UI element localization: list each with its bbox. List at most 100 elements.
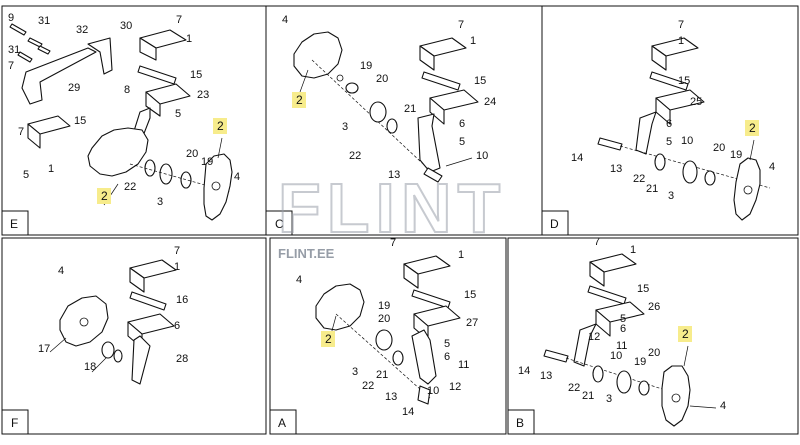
callout-a-14: 13 (385, 391, 397, 403)
callout-f-5: 17 (38, 343, 50, 355)
panel-e-drawing (9, 23, 233, 221)
callout-c-11: 22 (349, 150, 361, 162)
callout-d-14: 3 (668, 190, 674, 202)
callout-f-0: 7 (174, 245, 180, 257)
callout-b-11: 14 (518, 365, 530, 377)
highlight-box-c-0 (292, 92, 306, 108)
callout-d-10: 19 (730, 149, 742, 161)
panel-letter-boxes: E C D F A B (1, 210, 569, 435)
callout-a-2: 4 (296, 274, 302, 286)
callout-d-4: 6 (666, 118, 672, 130)
callout-b-1: 1 (630, 244, 636, 256)
callout-d-6: 14 (571, 152, 583, 164)
callout-b-9: 20 (648, 347, 660, 359)
callout-d-2: 15 (678, 75, 690, 87)
callout-b-4: 5 (620, 313, 626, 325)
panel-letter-c: C (275, 217, 284, 231)
callout-a-12: 22 (362, 380, 374, 392)
callout-e-0: 9 (8, 12, 14, 24)
callout-e-1: 31 (38, 15, 50, 27)
callout-a-9: 11 (458, 359, 469, 371)
panel-letter-a: A (278, 416, 286, 430)
callout-c-1: 7 (458, 19, 464, 31)
callout-d-9: 20 (713, 142, 725, 154)
callout-e-11: 23 (197, 89, 209, 101)
highlight-box-d-0 (745, 120, 759, 136)
callout-c-2: 1 (470, 35, 476, 47)
highlight-label-e-0: 2 (101, 189, 108, 203)
callout-b-8: 10 (610, 350, 622, 362)
callout-e-15: 20 (186, 148, 198, 160)
panel-letter-f: F (11, 416, 18, 430)
callout-e-21: 3 (157, 196, 163, 208)
callout-d-11: 4 (769, 161, 775, 173)
highlight-label-c-0: 2 (296, 93, 303, 107)
callout-b-13: 22 (568, 382, 580, 394)
callout-d-3: 25 (690, 96, 702, 108)
callout-f-1: 1 (174, 261, 180, 273)
callout-a-5: 20 (378, 313, 390, 325)
callout-c-7: 21 (404, 103, 416, 115)
callout-e-12: 15 (74, 115, 86, 127)
callout-a-0: 7 (390, 237, 396, 249)
callout-f-3: 16 (176, 294, 188, 306)
callout-b-12: 13 (540, 370, 552, 382)
panel-b-drawing (543, 253, 717, 427)
panel-letter-b: B (516, 416, 524, 430)
panel-letter-e: E (10, 217, 18, 231)
callout-e-13: 5 (175, 108, 181, 120)
callout-b-7: 11 (616, 340, 627, 352)
highlight-label-a-0: 2 (325, 332, 332, 346)
callout-e-7: 7 (8, 60, 14, 72)
watermark: FLINT FLINT.EE (277, 168, 506, 261)
panel-d-drawing (597, 37, 771, 221)
callout-a-3: 15 (464, 289, 476, 301)
callout-c-13: 13 (388, 169, 400, 181)
highlight-label-e-1: 2 (217, 119, 224, 133)
callout-a-1: 1 (458, 249, 464, 261)
callout-f-4: 6 (174, 320, 180, 332)
callout-e-9: 29 (68, 82, 80, 94)
callout-a-16: 14 (402, 406, 414, 418)
callout-e-8: 15 (190, 69, 202, 81)
callout-f-6: 28 (176, 353, 188, 365)
callout-f-7: 18 (84, 361, 96, 373)
callout-b-14: 21 (582, 390, 594, 402)
callout-e-17: 5 (23, 169, 29, 181)
callout-c-4: 20 (376, 73, 388, 85)
callout-f-2: 4 (58, 265, 64, 277)
callout-e-2: 32 (76, 24, 88, 36)
panel-a-drawing (315, 255, 461, 405)
callout-d-13: 21 (646, 183, 658, 195)
callout-a-15: 10 (427, 385, 439, 397)
callout-c-0: 4 (282, 14, 288, 26)
callout-d-5: 5 (666, 136, 672, 148)
highlight-box-e-1 (213, 118, 227, 134)
watermark-url: FLINT.EE (278, 246, 335, 261)
callout-a-8: 6 (444, 351, 450, 363)
callout-b-2: 15 (637, 283, 649, 295)
callout-d-0: 7 (678, 19, 684, 31)
callout-a-7: 5 (444, 338, 450, 350)
callout-d-8: 10 (681, 135, 693, 147)
callout-e-18: 1 (48, 163, 54, 175)
callout-e-16: 19 (201, 156, 213, 168)
callout-c-10: 3 (342, 121, 348, 133)
callout-b-6: 12 (588, 331, 600, 343)
callout-a-4: 19 (378, 300, 390, 312)
callout-b-3: 26 (648, 301, 660, 313)
callout-c-9: 5 (459, 136, 465, 148)
callout-b-0: 7 (594, 236, 600, 248)
callout-c-8: 6 (459, 118, 465, 130)
callout-d-12: 22 (633, 173, 645, 185)
callout-a-11: 21 (376, 369, 388, 381)
panel-letter-d: D (550, 217, 559, 231)
highlight-box-e-0 (97, 188, 111, 204)
callout-e-14: 7 (18, 126, 24, 138)
callout-d-7: 13 (610, 163, 622, 175)
watermark-brand: FLINT (278, 169, 506, 247)
callout-b-5: 6 (620, 323, 626, 335)
callout-a-10: 3 (352, 366, 358, 378)
callout-a-6: 27 (466, 317, 478, 329)
